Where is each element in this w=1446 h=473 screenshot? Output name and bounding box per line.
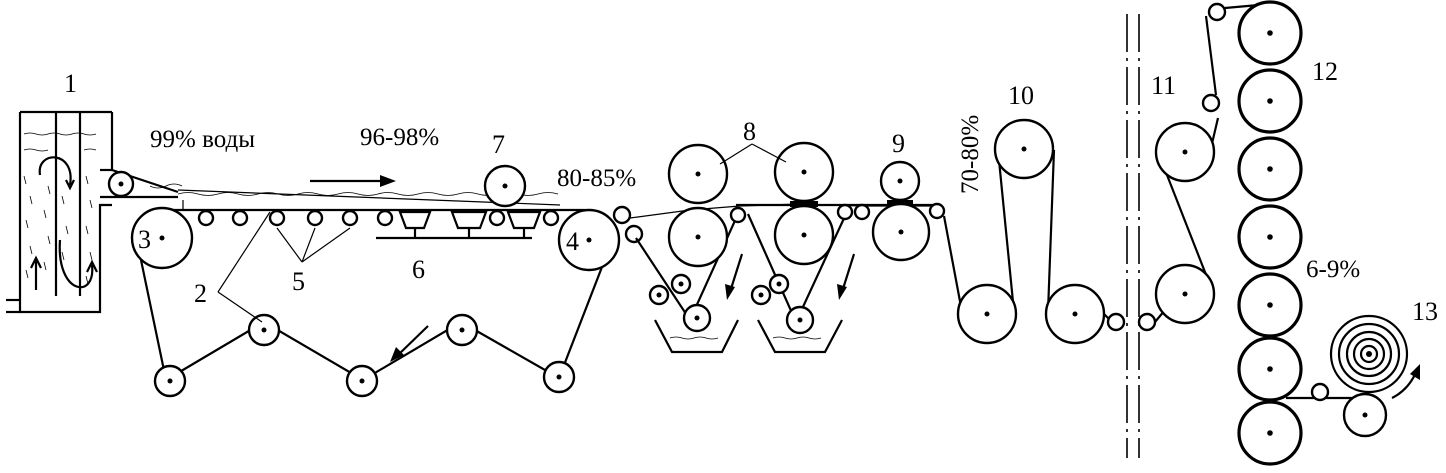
flow-arrow <box>38 156 72 186</box>
label-3: 3 <box>138 225 151 254</box>
label-12: 12 <box>1312 57 1338 86</box>
wire-return-rolls <box>153 313 576 398</box>
label-5: 5 <box>292 267 305 296</box>
reel <box>1286 314 1420 438</box>
moisture-couch: 80-85% <box>557 165 636 192</box>
label-6: 6 <box>412 255 425 284</box>
table-rolls <box>197 209 560 227</box>
label-9: 9 <box>892 129 905 158</box>
label-1: 1 <box>64 69 77 98</box>
forming-wire <box>134 200 616 382</box>
moisture-headbox: 99% воды <box>150 126 255 153</box>
headbox <box>6 110 179 314</box>
press-section <box>612 141 940 354</box>
label-13: 13 <box>1412 297 1438 326</box>
label-11: 11 <box>1151 71 1176 100</box>
label-10: 10 <box>1008 81 1034 110</box>
section-boundary <box>1126 14 1140 458</box>
drying-section <box>942 118 1126 345</box>
label-8: 8 <box>743 117 756 146</box>
calender-stack <box>1237 0 1303 466</box>
label-2: 2 <box>194 279 207 308</box>
moisture-wire: 96-98% <box>360 124 439 151</box>
label-4: 4 <box>566 227 579 256</box>
moisture-final: 6-9% <box>1306 256 1360 283</box>
suction-boxes <box>376 210 542 240</box>
label-7: 7 <box>492 130 505 159</box>
moisture-press: 70-80% <box>957 115 984 194</box>
drying-group-2 <box>1137 2 1271 332</box>
